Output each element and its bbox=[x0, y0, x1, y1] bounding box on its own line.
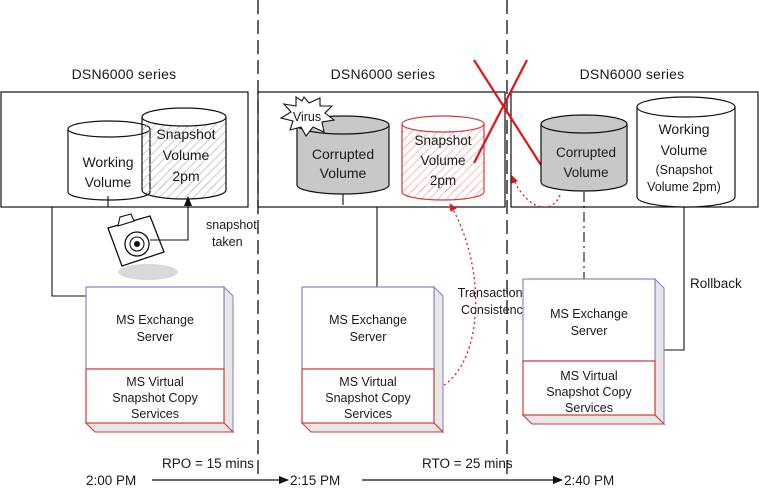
rollback-connector bbox=[664, 207, 685, 351]
vss-label-3a: MS Virtual bbox=[560, 369, 617, 383]
panel-1-title: DSN6000 series bbox=[72, 66, 177, 82]
working-volume-label-3b: Volume bbox=[661, 142, 708, 158]
virus-label: Virus bbox=[293, 110, 321, 124]
snapshot-volume-cylinder: Snapshot Volume 2pm bbox=[141, 107, 227, 200]
vss-label-1b: Snapshot Copy bbox=[112, 391, 198, 405]
restore-dotted-arrow bbox=[511, 175, 561, 208]
snapshot-volume-label-2b: Volume bbox=[420, 153, 465, 168]
working-volume-label-1: Working bbox=[82, 154, 133, 170]
storage-box-3 bbox=[510, 91, 759, 208]
server-stack-3: MS Exchange Server MS Virtual Snapshot C… bbox=[521, 277, 666, 426]
consistency-label-2: Consistency bbox=[461, 303, 530, 317]
vss-label-3b: Snapshot Copy bbox=[546, 385, 632, 399]
vss-label-3c: Services bbox=[565, 401, 613, 415]
panel-2-title: DSN6000 series bbox=[331, 66, 436, 82]
storage-box-1 bbox=[0, 91, 249, 208]
snapshot-volume-label-2c: 2pm bbox=[430, 173, 456, 188]
snapshot-volume-label-3: 2pm bbox=[172, 168, 199, 184]
time-label-3: 2:40 PM bbox=[564, 473, 614, 488]
working-volume-cylinder: Working Volume bbox=[67, 120, 151, 201]
virus-burst-icon: Virus bbox=[279, 95, 336, 137]
working-volume-label-3d: Volume 2pm) bbox=[647, 180, 721, 194]
snapshot-volume-label-2: Volume bbox=[163, 147, 210, 163]
corrupted-volume-label-2a: Corrupted bbox=[312, 146, 374, 162]
working-volume-label-3c: (Snapshot bbox=[656, 163, 714, 177]
connector-panel1 bbox=[51, 196, 109, 297]
exchange-label-3a: MS Exchange bbox=[550, 307, 628, 321]
corrupted-volume-label-2b: Volume bbox=[320, 165, 367, 181]
camera-icon bbox=[107, 213, 178, 280]
panel-3-title: DSN6000 series bbox=[580, 66, 685, 82]
transactional-consistency-arrow bbox=[443, 203, 477, 386]
working-volume-cylinder-3: Working Volume (Snapshot Volume 2pm) bbox=[636, 96, 736, 208]
consistency-label-1: Transactional bbox=[458, 286, 533, 300]
corrupted-volume-cylinder-3: Corrupted Volume bbox=[540, 114, 628, 192]
vss-label-2c: Services bbox=[344, 407, 392, 421]
exchange-label-1b: Server bbox=[137, 330, 174, 344]
working-volume-label-3a: Working bbox=[658, 121, 709, 137]
vss-label-1a: MS Virtual bbox=[126, 375, 183, 389]
server-stack-1: MS Exchange Server MS Virtual Snapshot C… bbox=[84, 285, 235, 434]
storage-box-2 bbox=[257, 91, 506, 208]
snapshot-arrow bbox=[150, 196, 192, 241]
corrupted-volume-label-3a: Corrupted bbox=[556, 145, 616, 160]
snapshot-volume-cylinder-2: Snapshot Volume 2pm bbox=[401, 115, 485, 201]
rpo-label: RPO = 15 mins bbox=[162, 456, 254, 471]
snapshot-taken-label-2: taken bbox=[212, 235, 243, 249]
snapshot-volume-label-1: Snapshot bbox=[156, 126, 215, 142]
failure-cross-icon bbox=[473, 59, 549, 177]
vss-label-2b: Snapshot Copy bbox=[325, 391, 411, 405]
snapshot-taken-label-1: snapshot bbox=[206, 218, 257, 232]
rto-label: RTO = 25 mins bbox=[422, 456, 513, 471]
exchange-label-2a: MS Exchange bbox=[329, 313, 407, 327]
time-label-1: 2:00 PM bbox=[86, 473, 136, 488]
vss-label-2a: MS Virtual bbox=[339, 375, 396, 389]
time-label-2: 2:15 PM bbox=[290, 473, 340, 488]
exchange-label-1a: MS Exchange bbox=[116, 313, 194, 327]
snapshot-volume-label-2a: Snapshot bbox=[414, 133, 471, 148]
vss-label-1c: Services bbox=[131, 407, 179, 421]
exchange-label-3b: Server bbox=[571, 324, 608, 338]
server-stack-2: MS Exchange Server MS Virtual Snapshot C… bbox=[300, 285, 445, 434]
rollback-label: Rollback bbox=[690, 276, 742, 291]
corrupted-volume-label-3b: Volume bbox=[563, 165, 608, 180]
working-volume-label-2: Volume bbox=[85, 174, 132, 190]
exchange-label-2b: Server bbox=[350, 330, 387, 344]
